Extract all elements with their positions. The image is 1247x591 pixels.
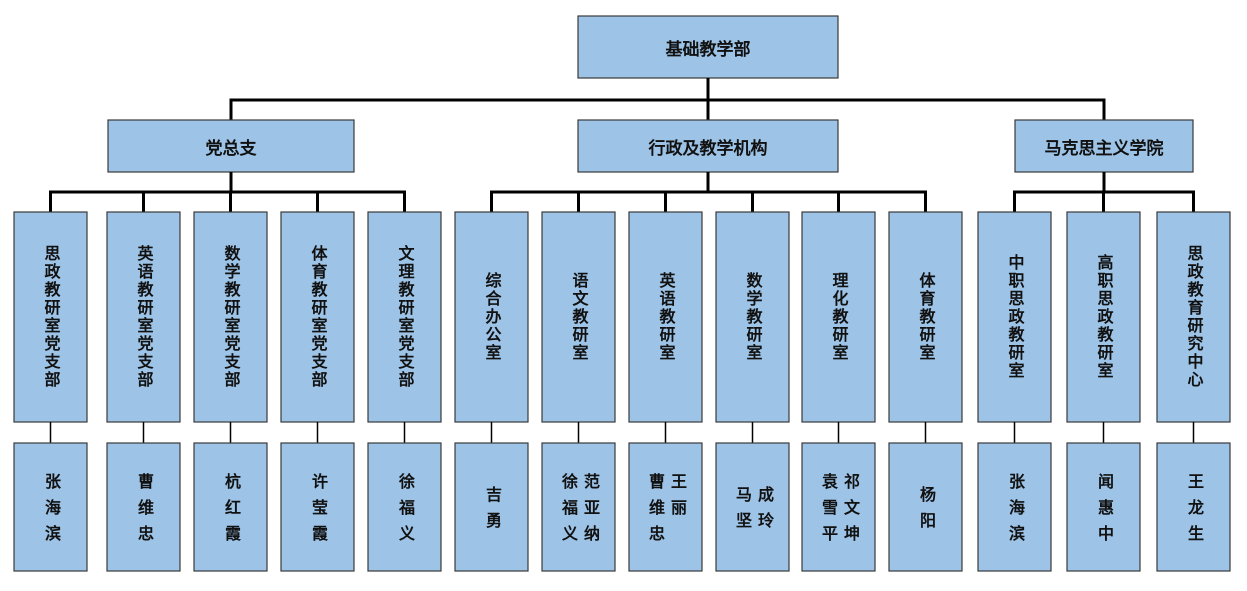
- branch-label-0: 党总支: [205, 138, 257, 159]
- person-box-2-0: [977, 442, 1052, 572]
- person-name-1-2-1: 王丽: [668, 473, 687, 525]
- person-name-2-2-0: 王龙生: [1185, 473, 1204, 551]
- unit-label-2-2: 思政教育研究中心: [1184, 245, 1204, 389]
- person-name-2-0-0: 张海滨: [1006, 473, 1025, 551]
- root-label: 基础教学部: [665, 39, 751, 60]
- person-box-1-0: [454, 442, 529, 572]
- person-name-1-2-0: 曹维忠: [646, 473, 665, 551]
- person-name-1-5-0: 杨阳: [917, 486, 936, 538]
- unit-box-2-1: [1066, 211, 1141, 423]
- unit-box-0-3: [280, 211, 355, 423]
- unit-box-1-2: [628, 211, 703, 423]
- unit-box-2-2: [1156, 211, 1231, 423]
- person-box-0-1: [106, 442, 181, 572]
- person-name-1-3-0: 马坚: [733, 486, 752, 538]
- branch-box-0: [107, 119, 355, 173]
- unit-box-0-1: [106, 211, 181, 423]
- person-name-0-2-0: 杭红霞: [222, 473, 241, 551]
- person-box-0-3: [280, 442, 355, 572]
- branch-box-1: [577, 119, 839, 173]
- unit-label-1-5: 体育教研室: [916, 272, 936, 362]
- branch-label-2: 马克思主义学院: [1044, 138, 1164, 159]
- person-box-2-2: [1156, 442, 1231, 572]
- person-name-1-4-0: 袁雪平: [819, 473, 838, 551]
- unit-box-1-5: [888, 211, 963, 423]
- unit-label-1-2: 英语教研室: [656, 272, 676, 362]
- unit-label-0-3: 体育教研室党支部: [308, 245, 328, 389]
- root-box: [577, 15, 839, 79]
- unit-box-0-0: [13, 211, 88, 423]
- person-box-1-5: [888, 442, 963, 572]
- person-name-1-1-0: 徐福义: [559, 473, 578, 551]
- unit-box-1-1: [541, 211, 616, 423]
- person-name-0-0-0: 张海滨: [42, 473, 61, 551]
- person-box-0-2: [193, 442, 268, 572]
- unit-label-0-1: 英语教研室党支部: [134, 245, 154, 389]
- person-name-1-3-1: 成玲: [755, 486, 774, 538]
- unit-box-0-4: [367, 211, 442, 423]
- branch-label-1: 行政及教学机构: [648, 138, 768, 159]
- unit-box-2-0: [977, 211, 1052, 423]
- unit-label-0-2: 数学教研室党支部: [221, 245, 241, 389]
- unit-box-1-0: [454, 211, 529, 423]
- unit-box-0-2: [193, 211, 268, 423]
- person-name-1-1-1: 范亚纳: [581, 473, 600, 551]
- person-box-1-1: [541, 442, 616, 572]
- unit-label-0-4: 文理教研室党支部: [395, 245, 415, 389]
- person-name-0-4-0: 徐福义: [396, 473, 415, 551]
- person-box-1-4: [801, 442, 876, 572]
- person-name-1-0-0: 吉勇: [483, 486, 502, 538]
- unit-label-2-0: 中职思政教研室: [1005, 254, 1025, 380]
- person-box-0-4: [367, 442, 442, 572]
- unit-label-1-4: 理化教研室: [829, 272, 849, 362]
- unit-label-1-1: 语文教研室: [569, 272, 589, 362]
- person-box-1-3: [715, 442, 790, 572]
- person-name-2-1-0: 闻惠中: [1095, 473, 1114, 551]
- person-box-2-1: [1066, 442, 1141, 572]
- unit-label-2-1: 高职思政教研室: [1094, 254, 1114, 380]
- branch-box-2: [1014, 119, 1194, 173]
- person-box-1-2: [628, 442, 703, 572]
- person-box-0-0: [13, 442, 88, 572]
- unit-label-1-3: 数学教研室: [743, 272, 763, 362]
- unit-label-1-0: 综合办公室: [482, 272, 502, 362]
- unit-box-1-4: [801, 211, 876, 423]
- person-name-0-3-0: 许莹霞: [309, 473, 328, 551]
- unit-label-0-0: 思政教研室党支部: [41, 245, 61, 389]
- person-name-1-4-1: 祁文坤: [841, 473, 860, 551]
- person-name-0-1-0: 曹维忠: [135, 473, 154, 551]
